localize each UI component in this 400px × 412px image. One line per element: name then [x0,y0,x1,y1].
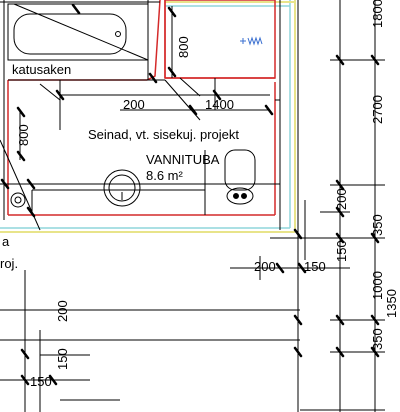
floor-drain [10,192,26,208]
dim-350-right-b: 350 [370,328,385,350]
bathtub-drain [115,31,121,37]
dimension-lines [0,0,385,412]
fragment-roj: roj. [0,256,18,271]
dim-150-bottom-v: 150 [55,348,70,370]
dim-1400: 1400 [205,97,234,112]
radiator-icon [240,36,263,46]
dim-150-bottom-h: 150 [30,374,52,389]
toilet [224,149,256,205]
dim-1800: 1800 [370,0,385,28]
dimension-ticks [0,3,380,386]
dim-150-mid: 150 [304,259,326,274]
fragment-a: a [2,234,10,249]
ceiling-note: katusaken [12,62,71,77]
dim-200-mid: 200 [254,259,276,274]
dim-2700: 2700 [370,95,385,124]
dim-800-left: 800 [16,124,31,146]
room-note: Seinad, vt. sisekuj. projekt [88,127,239,142]
room-name: VANNITUBA [146,152,220,167]
bathtub [7,3,149,61]
dim-150-right: 150 [334,240,349,262]
dim-800-top: 800 [176,36,191,58]
dim-1000: 1000 [370,271,385,300]
room-area: 8.6 m² [146,168,184,183]
dim-1350: 1350 [384,289,399,318]
upper-alcove [164,0,276,79]
outer-walls [0,0,296,233]
bathtub-basin [13,13,127,55]
dim-200-bottom: 200 [55,300,70,322]
lower-left-walls [0,270,300,412]
dim-350-right-a: 350 [370,214,385,236]
washbasin [103,169,141,207]
dim-200-top: 200 [123,97,145,112]
dim-200-right: 200 [334,188,349,210]
